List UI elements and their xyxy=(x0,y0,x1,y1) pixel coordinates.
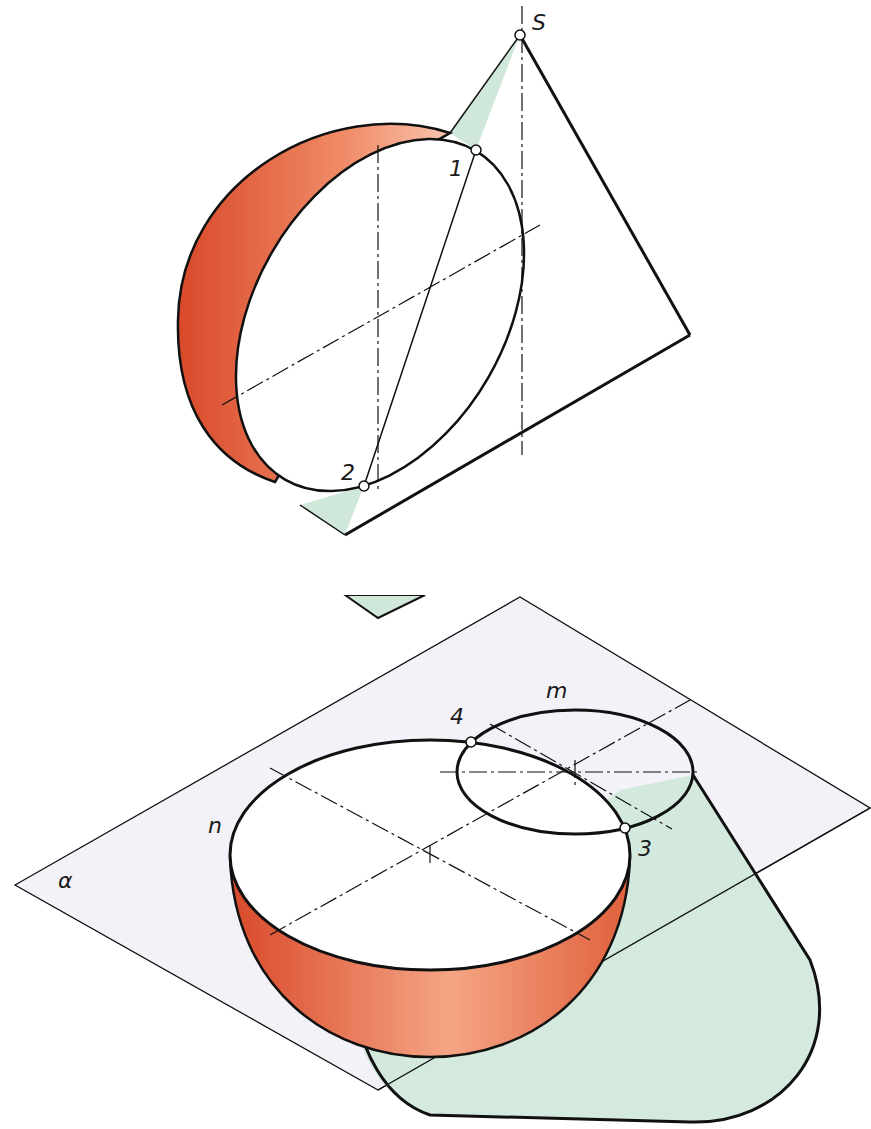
point-label: S xyxy=(532,12,546,34)
centerlines xyxy=(222,6,540,492)
point-label: 3 xyxy=(638,838,652,860)
point-marker xyxy=(359,481,369,491)
rim-n xyxy=(230,740,630,970)
point-marker xyxy=(471,145,481,155)
point-label: 4 xyxy=(450,706,464,728)
point-marker xyxy=(515,30,525,40)
centerlines xyxy=(270,700,700,940)
point-marker xyxy=(466,737,476,747)
cut-line xyxy=(364,150,476,486)
point-label: n xyxy=(208,815,222,837)
cone-edge xyxy=(300,505,345,535)
break-fragment xyxy=(345,595,425,618)
point-label: α xyxy=(58,870,73,892)
cone-edge xyxy=(450,35,520,133)
point-marker xyxy=(620,823,630,833)
cone-edge xyxy=(520,35,690,335)
point-label: 1 xyxy=(449,158,463,180)
break-gap xyxy=(0,590,871,595)
top-figure xyxy=(177,6,690,542)
point-label: m xyxy=(546,680,567,702)
bottom-figure xyxy=(15,597,870,1122)
point-label: 2 xyxy=(341,462,355,484)
